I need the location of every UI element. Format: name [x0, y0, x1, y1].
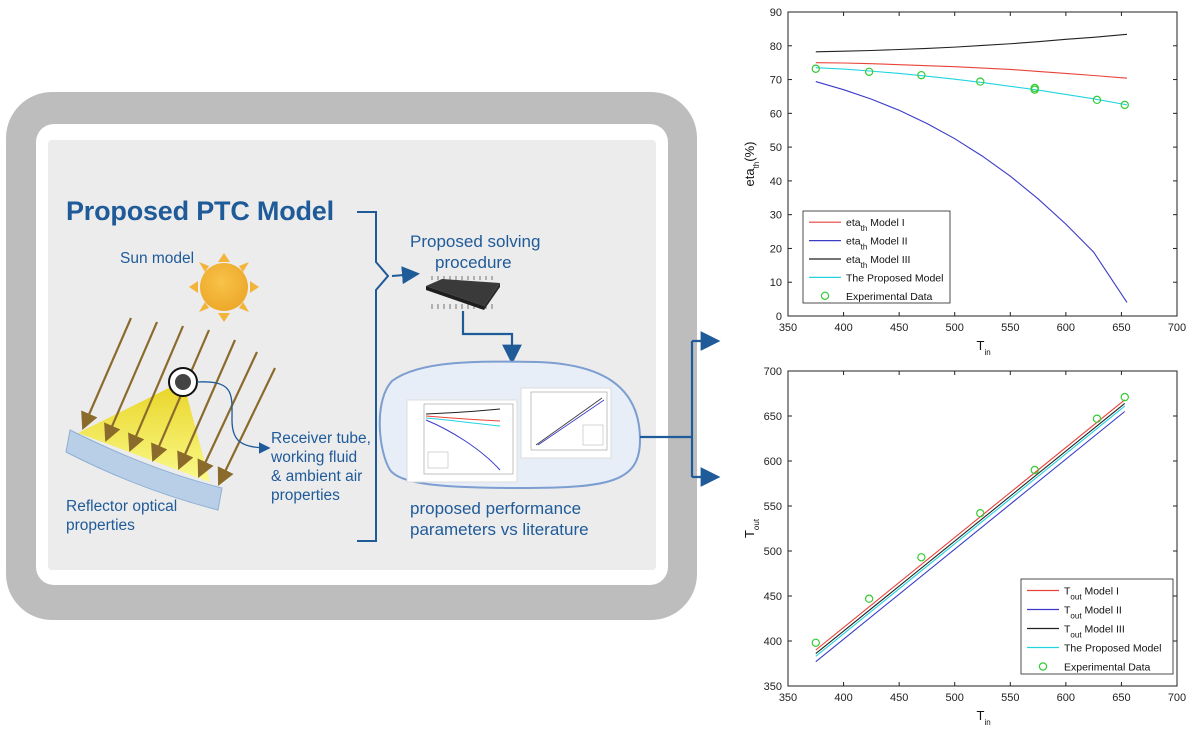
chart-thumbnail-icon: [406, 399, 518, 483]
legend-entry: Experimental Data: [1064, 662, 1151, 674]
legend: [802, 210, 951, 304]
outlet-temperature-chart: 350 400 450 500 550 600 650 700 350 400 450 500 550 6…: [742, 366, 1186, 727]
data-point: [1092, 95, 1102, 105]
chip-icon: [426, 276, 500, 310]
y-tick-label: 30: [770, 210, 782, 222]
y-tick-label: 80: [770, 41, 782, 53]
x-tick-label: 500: [946, 322, 964, 334]
data-point: [811, 64, 820, 73]
y-tick-label: 40: [770, 176, 782, 188]
diagram-title: Proposed PTC Model: [66, 196, 334, 226]
data-point: [1120, 100, 1129, 110]
chip-output-arrow: [461, 311, 522, 365]
y-tick-label: 650: [764, 411, 782, 423]
legend: [1020, 578, 1174, 675]
x-tick-label: 600: [1057, 322, 1075, 334]
data-point: [864, 594, 874, 603]
x-tick-label: 500: [946, 692, 964, 704]
series-line: [815, 33, 1128, 53]
series-line: [815, 67, 1128, 106]
y-tick-label: 20: [770, 243, 782, 255]
x-tick-label: 400: [834, 692, 852, 704]
y-tick-label: 450: [764, 591, 782, 603]
x-axis-label: Tin: [977, 338, 991, 357]
series-line: [815, 402, 1126, 655]
legend-marker: [820, 291, 830, 300]
receiver-label: Receiver tube, working fluid & ambient a…: [271, 430, 371, 504]
legend-entry: etath Model III: [846, 254, 910, 270]
output-split-arrows: [640, 331, 721, 487]
legend-entry: Experimental Data: [846, 291, 933, 303]
input-brace: [357, 211, 390, 542]
legend-entry: Tout Model III: [1064, 624, 1125, 640]
solver-label: Proposed solving procedure: [410, 232, 541, 272]
y-tick-label: 700: [764, 366, 782, 378]
data-point: [976, 508, 985, 518]
y-tick-label: 50: [770, 142, 782, 154]
data-point: [1120, 392, 1129, 402]
receiver-leader-arrow: [196, 381, 271, 454]
data-point: [811, 638, 820, 647]
legend-entry: The Proposed Model: [846, 272, 943, 284]
y-tick-label: 600: [764, 456, 782, 468]
x-tick-label: 350: [779, 322, 797, 334]
x-tick-label: 450: [890, 322, 908, 334]
efficiency-chart: 350 400 450 500 550 600 650 700 0 10 20 30 40 50 60 70 8…: [742, 7, 1186, 357]
sun-icon: [189, 253, 259, 322]
x-tick-label: 600: [1057, 692, 1075, 704]
series-line: [815, 62, 1128, 79]
y-tick-label: 70: [770, 75, 782, 87]
y-tick-label: 10: [770, 277, 782, 289]
y-tick-label: 350: [764, 681, 782, 693]
legend-entry: Tout Model II: [1064, 605, 1122, 621]
x-tick-label: 550: [1001, 692, 1019, 704]
y-tick-label: 500: [764, 546, 782, 558]
data-point: [917, 70, 926, 80]
x-tick-label: 550: [1001, 322, 1019, 334]
series-line: [815, 399, 1126, 651]
x-tick-label: 450: [890, 692, 908, 704]
x-tick-label: 650: [1112, 322, 1130, 334]
data-point: [1030, 85, 1039, 94]
data-point: [1092, 414, 1102, 423]
y-tick-label: 0: [776, 311, 782, 323]
x-axis-label: Tin: [977, 708, 991, 727]
data-point: [917, 553, 926, 562]
x-tick-label: 650: [1112, 692, 1130, 704]
receiver-tube-icon: [168, 367, 198, 397]
data-point: [864, 67, 874, 76]
reflector-label: Reflector optical properties: [66, 498, 178, 534]
x-tick-label: 400: [834, 322, 852, 334]
data-point: [1030, 465, 1039, 475]
diagram-panel: [48, 140, 656, 570]
legend-entry: etath Model II: [846, 236, 908, 252]
y-tick-label: 550: [764, 501, 782, 513]
legend-entry: Tout Model I: [1064, 586, 1119, 602]
output-label: proposed performance parameters vs liter…: [410, 499, 589, 539]
sun-rays: [81, 317, 276, 486]
sun-label: Sun model: [120, 250, 195, 267]
brace-arrow: [391, 266, 420, 285]
y-tick-label: 60: [770, 108, 782, 120]
y-axis-label: etath(%): [742, 142, 761, 187]
x-tick-label: 350: [779, 692, 797, 704]
series-line: [815, 411, 1126, 663]
y-tick-label: 400: [764, 636, 782, 648]
y-tick-label: 90: [770, 7, 782, 19]
legend-entry: etath Model I: [846, 217, 905, 233]
legend-marker: [1038, 662, 1048, 671]
series-line: [815, 405, 1126, 657]
reflector-icon: [65, 429, 223, 511]
series-line: [815, 81, 1128, 303]
y-axis-label: Tout: [742, 518, 761, 538]
chart-thumbnail-icon: [520, 387, 612, 459]
data-point: [976, 77, 985, 86]
x-tick-label: 700: [1168, 692, 1186, 704]
x-tick-label: 700: [1168, 322, 1186, 334]
legend-entry: The Proposed Model: [1064, 643, 1161, 655]
